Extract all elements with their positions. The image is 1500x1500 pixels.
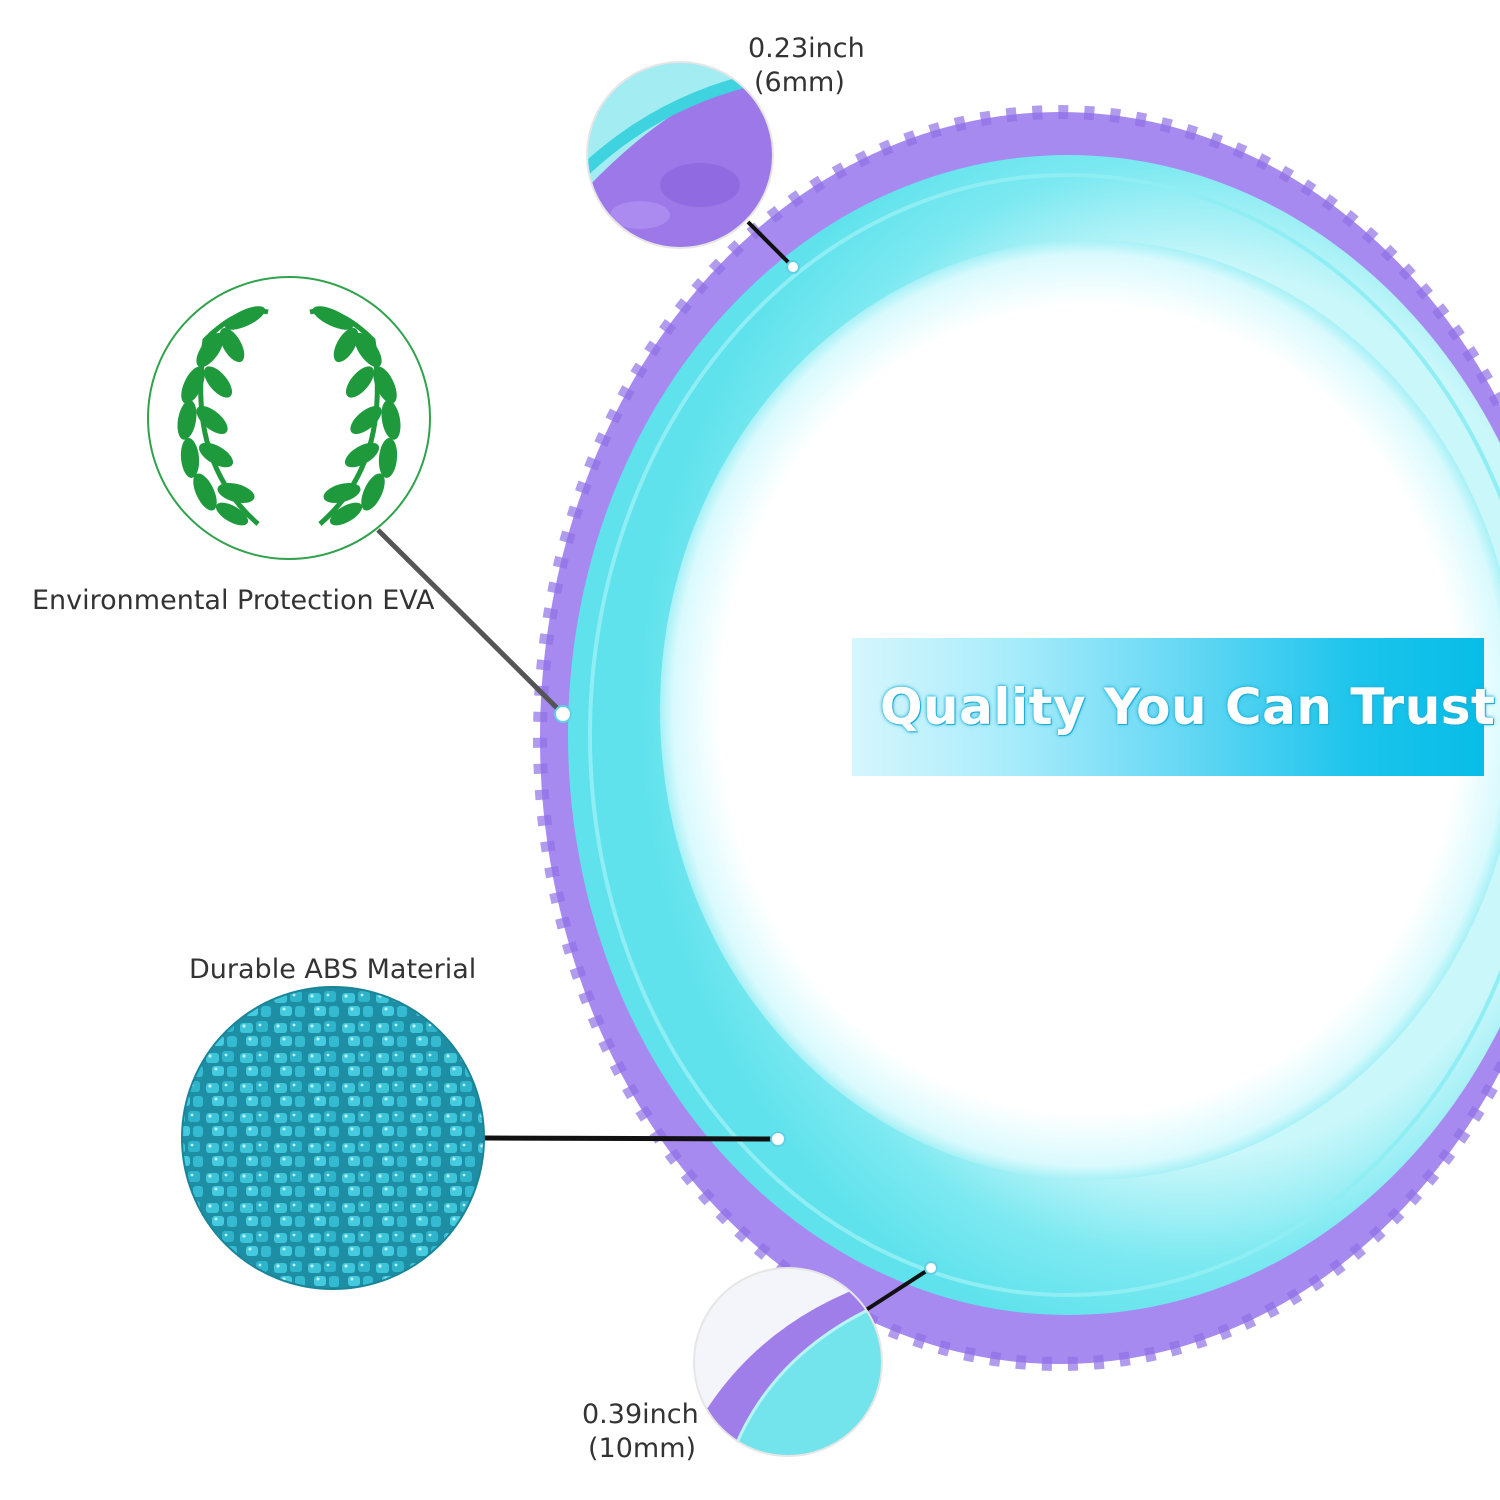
bottom-thickness-label: 0.39inch (10mm) bbox=[582, 1398, 699, 1466]
top-thickness-mm: (6mm) bbox=[754, 66, 845, 98]
callout-dot bbox=[924, 1261, 938, 1275]
callout-dot bbox=[770, 1131, 786, 1147]
bottom-thickness-inch: 0.39inch bbox=[582, 1399, 699, 1430]
abs-label: Durable ABS Material bbox=[189, 954, 477, 985]
plastic-pellets-image bbox=[182, 987, 484, 1289]
bottom-thickness-detail bbox=[694, 1268, 882, 1456]
laurel-wreath-icon bbox=[147, 276, 431, 560]
top-thickness-inch: 0.23inch bbox=[748, 33, 865, 64]
top-thickness-detail bbox=[587, 62, 773, 248]
headline-text: Quality You Can Trust bbox=[880, 678, 1496, 736]
eva-label: Environmental Protection EVA bbox=[32, 585, 435, 616]
bottom-thickness-mm: (10mm) bbox=[588, 1432, 697, 1464]
callout-dot bbox=[786, 260, 800, 274]
top-thickness-label: 0.23inch (6mm) bbox=[748, 32, 865, 100]
callout-dot bbox=[554, 705, 572, 723]
headline-banner: Quality You Can Trust bbox=[852, 638, 1495, 776]
